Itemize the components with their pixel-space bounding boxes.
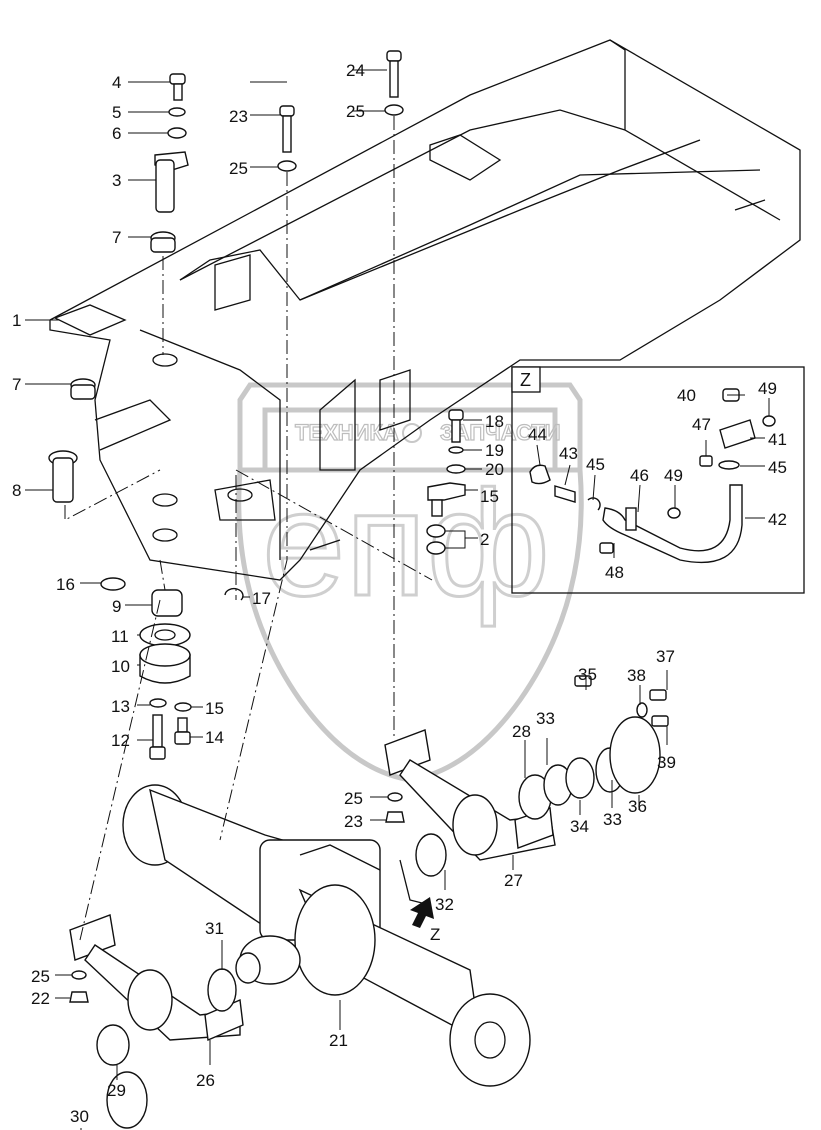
watermark: ТЕХНИКА ЗАПЧАСТИ епф bbox=[236, 382, 584, 783]
callout-45-left: 45 bbox=[586, 455, 605, 474]
callout-36: 36 bbox=[628, 797, 647, 816]
callout-6: 6 bbox=[112, 124, 121, 143]
callout-17: 16 bbox=[56, 575, 75, 594]
callout-labels: 4 5 6 3 7 1 7 8 16 9 11 10 13 12 15 14 1… bbox=[12, 61, 787, 1126]
callout-38: 38 bbox=[627, 666, 646, 685]
callout-33-bottom: 33 bbox=[603, 810, 622, 829]
callout-31: 31 bbox=[205, 919, 224, 938]
axle-bracket-left bbox=[69, 914, 244, 1042]
callout-9: 9 bbox=[112, 597, 121, 616]
detail-view-label: Z bbox=[520, 370, 531, 390]
callout-41: 41 bbox=[768, 430, 787, 449]
callout-7-top: 7 bbox=[112, 228, 121, 247]
callout-35: 35 bbox=[578, 665, 597, 684]
callout-5: 5 bbox=[112, 103, 121, 122]
callout-28: 28 bbox=[512, 722, 531, 741]
callout-18: 17 bbox=[252, 589, 271, 608]
callout-25-right: 25 bbox=[346, 102, 365, 121]
callout-19: 18 bbox=[485, 412, 504, 431]
callout-30: 30 bbox=[70, 1107, 89, 1126]
main-frame bbox=[49, 39, 801, 581]
callout-32: 32 bbox=[435, 895, 454, 914]
callout-12: 12 bbox=[111, 731, 130, 750]
callout-15: 15 bbox=[205, 699, 224, 718]
watermark-logo: епф bbox=[262, 459, 550, 627]
axle-bracket-right bbox=[384, 729, 556, 861]
view-z-arrow-label: Z bbox=[430, 925, 440, 944]
callout-37: 37 bbox=[656, 647, 675, 666]
callout-25-bracket-right: 25 bbox=[344, 789, 363, 808]
callout-23-left: 23 bbox=[229, 107, 248, 126]
callout-10: 10 bbox=[111, 657, 130, 676]
detail-view-z: Z bbox=[511, 366, 805, 594]
callout-26: 26 bbox=[196, 1071, 215, 1090]
callout-8: 8 bbox=[12, 481, 21, 500]
view-z-arrow: Z bbox=[410, 897, 440, 944]
callout-25-left: 25 bbox=[229, 159, 248, 178]
callout-24-bracket-left: 22 bbox=[31, 989, 50, 1008]
callout-33-top: 33 bbox=[536, 709, 555, 728]
callout-44: 44 bbox=[528, 425, 547, 444]
callout-4: 4 bbox=[112, 73, 121, 92]
callout-48: 48 bbox=[605, 563, 624, 582]
callout-25-bracket-left: 25 bbox=[31, 967, 50, 986]
callout-16: 15 bbox=[480, 487, 499, 506]
callout-24-bracket-right: 23 bbox=[344, 812, 363, 831]
watermark-text-left: ТЕХНИКА bbox=[295, 420, 399, 445]
callout-23-right: 24 bbox=[346, 61, 365, 80]
callout-3: 3 bbox=[112, 171, 121, 190]
callout-34: 34 bbox=[570, 817, 589, 836]
callout-47: 47 bbox=[692, 415, 711, 434]
callout-14: 14 bbox=[205, 728, 224, 747]
callout-21: 20 bbox=[485, 460, 504, 479]
callout-1: 1 bbox=[12, 311, 21, 330]
callout-42: 42 bbox=[768, 510, 787, 529]
callout-45-right: 45 bbox=[768, 458, 787, 477]
callout-2: 2 bbox=[480, 530, 489, 549]
callout-29: 29 bbox=[107, 1081, 126, 1100]
axle-housing bbox=[122, 784, 531, 1087]
callout-11: 11 bbox=[111, 627, 129, 646]
callout-40: 40 bbox=[677, 386, 696, 405]
alignment-lines bbox=[64, 116, 433, 941]
callout-49-top: 49 bbox=[758, 379, 777, 398]
callout-20: 19 bbox=[485, 441, 504, 460]
callout-7-bottom: 7 bbox=[12, 375, 21, 394]
callout-39: 39 bbox=[657, 753, 676, 772]
leader-lines bbox=[25, 69, 770, 1130]
callout-43: 43 bbox=[559, 444, 578, 463]
gear-icon bbox=[402, 423, 422, 443]
callout-46: 46 bbox=[630, 466, 649, 485]
callout-27: 27 bbox=[504, 871, 523, 890]
callout-49-bottom: 49 bbox=[664, 466, 683, 485]
callout-13: 13 bbox=[111, 697, 130, 716]
callout-22: 21 bbox=[329, 1031, 348, 1050]
